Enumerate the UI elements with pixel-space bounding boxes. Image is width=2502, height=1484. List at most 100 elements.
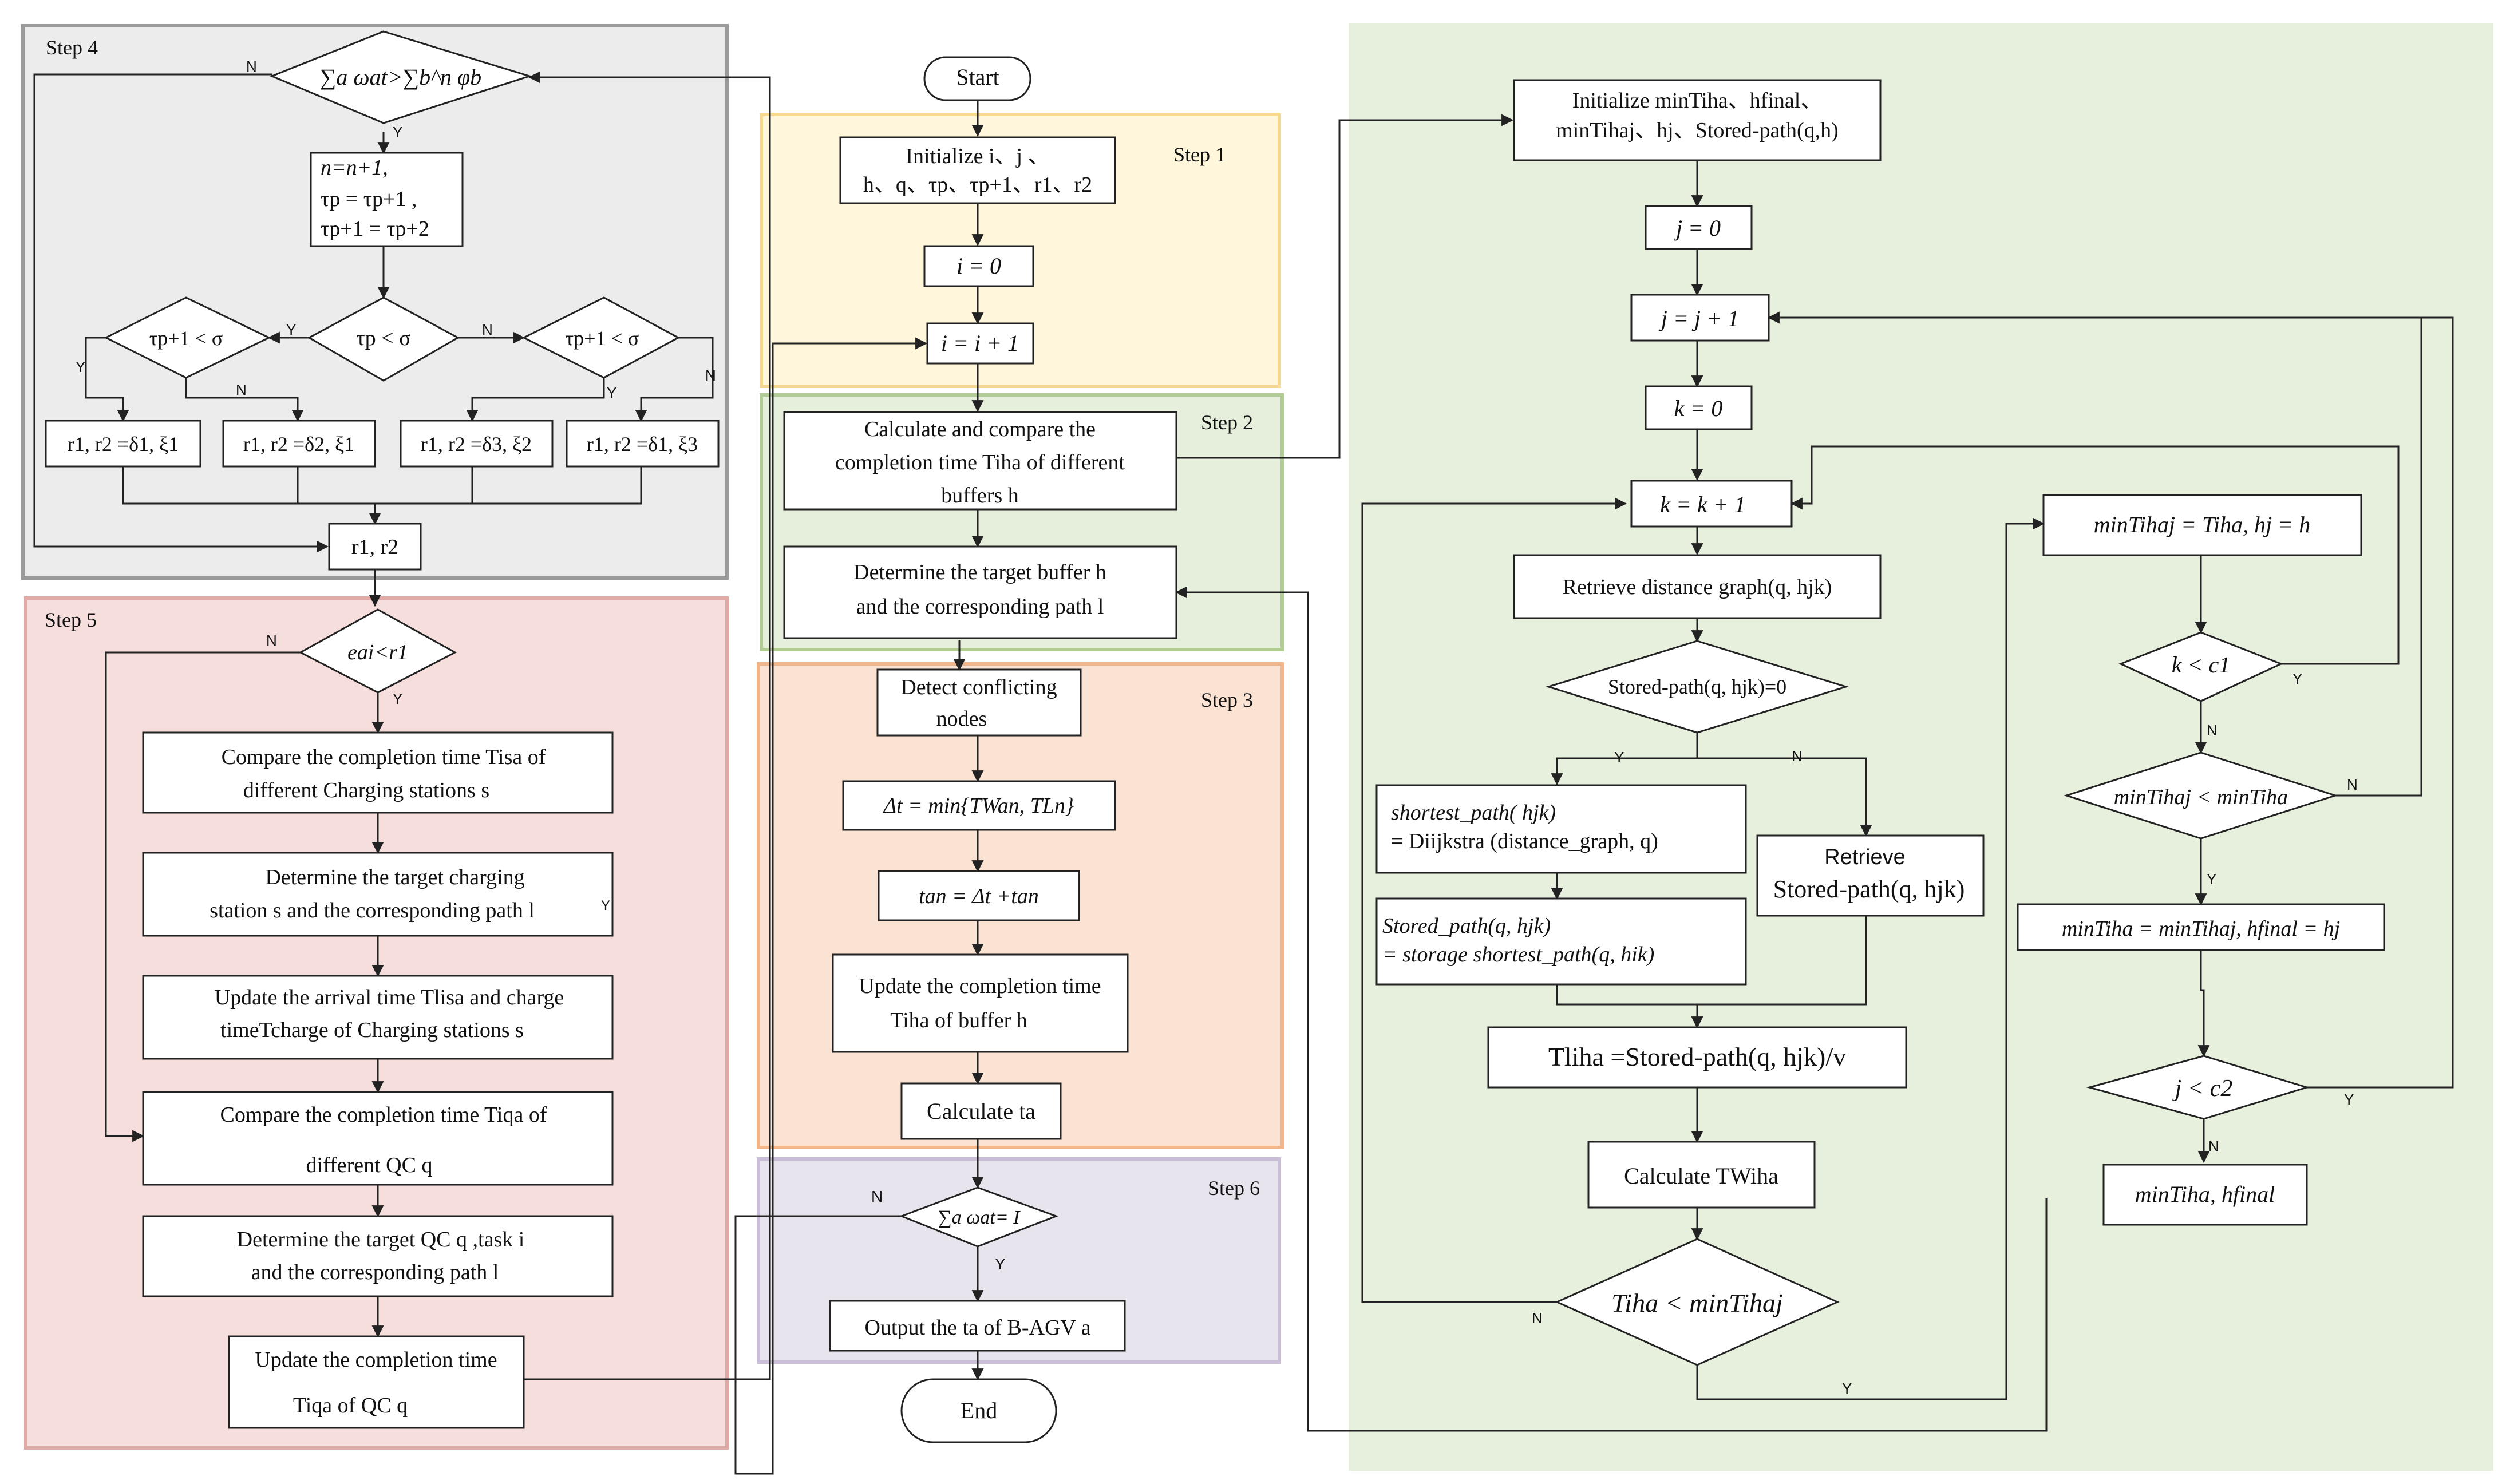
- t-compare-yes: Y: [1842, 1380, 1852, 1397]
- end-label: End: [961, 1398, 997, 1423]
- n-update-line2: τp = τp+1 ,: [321, 187, 417, 211]
- n-update-box: [310, 152, 464, 247]
- initialize-line1: Initialize i、j 、: [906, 144, 1049, 168]
- i-increment-label: i = i + 1: [941, 330, 1019, 356]
- update-buffer-line2: Tiha of buffer h: [890, 1008, 1027, 1032]
- i-zero-box: [923, 245, 1034, 287]
- stored-path-label: Stored-path(q, hjk)=0: [1608, 675, 1786, 698]
- step1-label: Step 1: [1173, 143, 1226, 166]
- determine-qc-line2: and the corresponding path l: [251, 1260, 499, 1284]
- stored-path-assign-box: [1375, 897, 1747, 986]
- i-zero-label: i = 0: [956, 253, 1001, 279]
- k-cond-yes: Y: [2292, 670, 2302, 687]
- sum-compare-no: N: [246, 58, 257, 75]
- step5-label: Step 5: [45, 608, 97, 631]
- update-arrival-line1: Update the arrival time Tlisa and charge: [215, 986, 564, 1010]
- t-an-box: [878, 870, 1080, 921]
- center-column: Start Initialize i、j 、 h、q、τp、τp+1、r1、r2…: [783, 56, 1177, 1443]
- start-terminal: [923, 56, 1031, 101]
- energy-no: N: [266, 632, 277, 649]
- stored-path-assign-line1: Stored_path(q, hjk): [1382, 914, 1551, 938]
- shortest-path-box: [1375, 784, 1747, 874]
- compare-charging-box: [142, 731, 614, 814]
- r-assign-label-4: r1, r2 =δ1, ξ3: [587, 433, 698, 456]
- result-box: [2102, 1164, 2308, 1226]
- tau-p1-right-no: N: [705, 367, 716, 384]
- update-arrival-line2: timeTcharge of Charging stations s: [220, 1018, 524, 1042]
- r-assign-box-4: [566, 420, 720, 468]
- energy-label: eai<r1: [347, 640, 408, 664]
- t-compare-no: N: [1532, 1309, 1543, 1327]
- detect-line1: Detect conflicting: [900, 675, 1057, 699]
- detect-line2: nodes: [936, 707, 987, 731]
- tau-p1-left-yes: Y: [76, 358, 85, 375]
- sum-termination-no: N: [871, 1188, 883, 1205]
- k-increment-label: k = k + 1: [1660, 492, 1746, 517]
- calculate-line2: completion time Tiha of different: [835, 450, 1125, 474]
- initialize-line2: h、q、τp、τp+1、r1、r2: [863, 173, 1092, 197]
- right-panel: [1349, 23, 2493, 1471]
- r-assign-box-2: [222, 420, 376, 468]
- calculate-ta-label: Calculate ta: [927, 1098, 1035, 1124]
- delta-t-box: [842, 780, 1116, 831]
- step3-label: Step 3: [1201, 688, 1253, 711]
- compare-qc-box: [142, 1091, 614, 1186]
- output-box: [829, 1300, 1126, 1352]
- t-compare-diamond: [1555, 1238, 1840, 1366]
- tau-p-yes: Y: [286, 321, 296, 338]
- initialize-box: [839, 136, 1116, 204]
- r1-r2-box: [328, 523, 422, 571]
- tl-label: Tliha =Stored-path(q, hjk)/v: [1548, 1042, 1846, 1071]
- stored-path-no: N: [1792, 747, 1803, 765]
- r-assign-box-1: [45, 420, 201, 468]
- j-zero-box: [1645, 205, 1753, 250]
- step5-nodes: eai<r1 N Y Compare the completion time T…: [142, 608, 614, 1429]
- update-buffer-box: [832, 953, 1129, 1053]
- energy-yes: Y: [393, 690, 402, 707]
- calculate-ta-box: [900, 1082, 1062, 1140]
- stored-path-assign-line2: = storage shortest_path(q, hik): [1382, 943, 1654, 967]
- retrieve-graph-box: [1513, 554, 1882, 619]
- k-zero-box: [1645, 385, 1753, 430]
- tau-p1-left-diamond: [104, 296, 271, 379]
- i-increment-box: [926, 322, 1034, 365]
- sum-termination-yes: Y: [995, 1255, 1006, 1273]
- tau-p1-right-diamond: [521, 296, 681, 379]
- tau-p1-right-yes: Y: [607, 384, 616, 401]
- j-cond-label: j < c2: [2172, 1075, 2233, 1102]
- update-qc-box: [228, 1335, 525, 1429]
- j-zero-label: j = 0: [1673, 215, 1721, 241]
- tau-p-diamond: [307, 296, 460, 382]
- step4-nodes: ∑a ωat>∑b^n φb N Y n=n+1, τp = τp+1 , τp…: [45, 30, 720, 571]
- detect-conflict-box: [876, 668, 1082, 737]
- min-compare-diamond: [2064, 751, 2338, 840]
- determine-buffer-box: [783, 545, 1177, 639]
- step2-label: Step 2: [1201, 411, 1253, 434]
- compare-charging-line2: different Charging stations s: [243, 778, 489, 802]
- init-min-line1: Initialize minTiha、hfinal、: [1572, 89, 1823, 113]
- r-assign-box-3: [400, 420, 554, 468]
- retrieve-stored-box: [1756, 834, 1985, 917]
- right-panel-nodes: Initialize minTiha、hfinal、 minTihaj、hj、S…: [1375, 79, 2385, 1397]
- determine-buffer-line1: Determine the target buffer h: [853, 560, 1106, 584]
- retrieve-stored-line2: Stored-path(q, hjk): [1773, 875, 1965, 903]
- update-qc-line2: Tiqa of QC q: [293, 1394, 408, 1418]
- k-cond-diamond: [2118, 631, 2283, 702]
- determine-charging-line2: station s and the corresponding path l: [210, 899, 535, 923]
- end-terminal: [900, 1378, 1057, 1443]
- min-compare-no: N: [2347, 776, 2358, 793]
- k-increment-box: [1630, 480, 1793, 528]
- calculate-tw-box: [1587, 1141, 1816, 1209]
- update-qc-line1: Update the completion time: [255, 1348, 497, 1372]
- r-assign-label-3: r1, r2 =δ3, ξ2: [421, 433, 532, 456]
- sum-termination-label: ∑a ωat= I: [938, 1207, 1021, 1228]
- shortest-path-line1: shortest_path( hjk): [1391, 801, 1556, 825]
- k-cond-label: k < c1: [2172, 652, 2231, 678]
- determine-charging-box: [142, 852, 614, 937]
- n-update-line1: n=n+1,: [321, 156, 388, 180]
- retrieve-stored-line1: Retrieve: [1824, 845, 1906, 869]
- sum-compare-diamond: [270, 30, 533, 124]
- connectors: [33, 71, 2454, 1475]
- compare-qc-line1: Compare the completion time Tiqa of: [220, 1103, 547, 1127]
